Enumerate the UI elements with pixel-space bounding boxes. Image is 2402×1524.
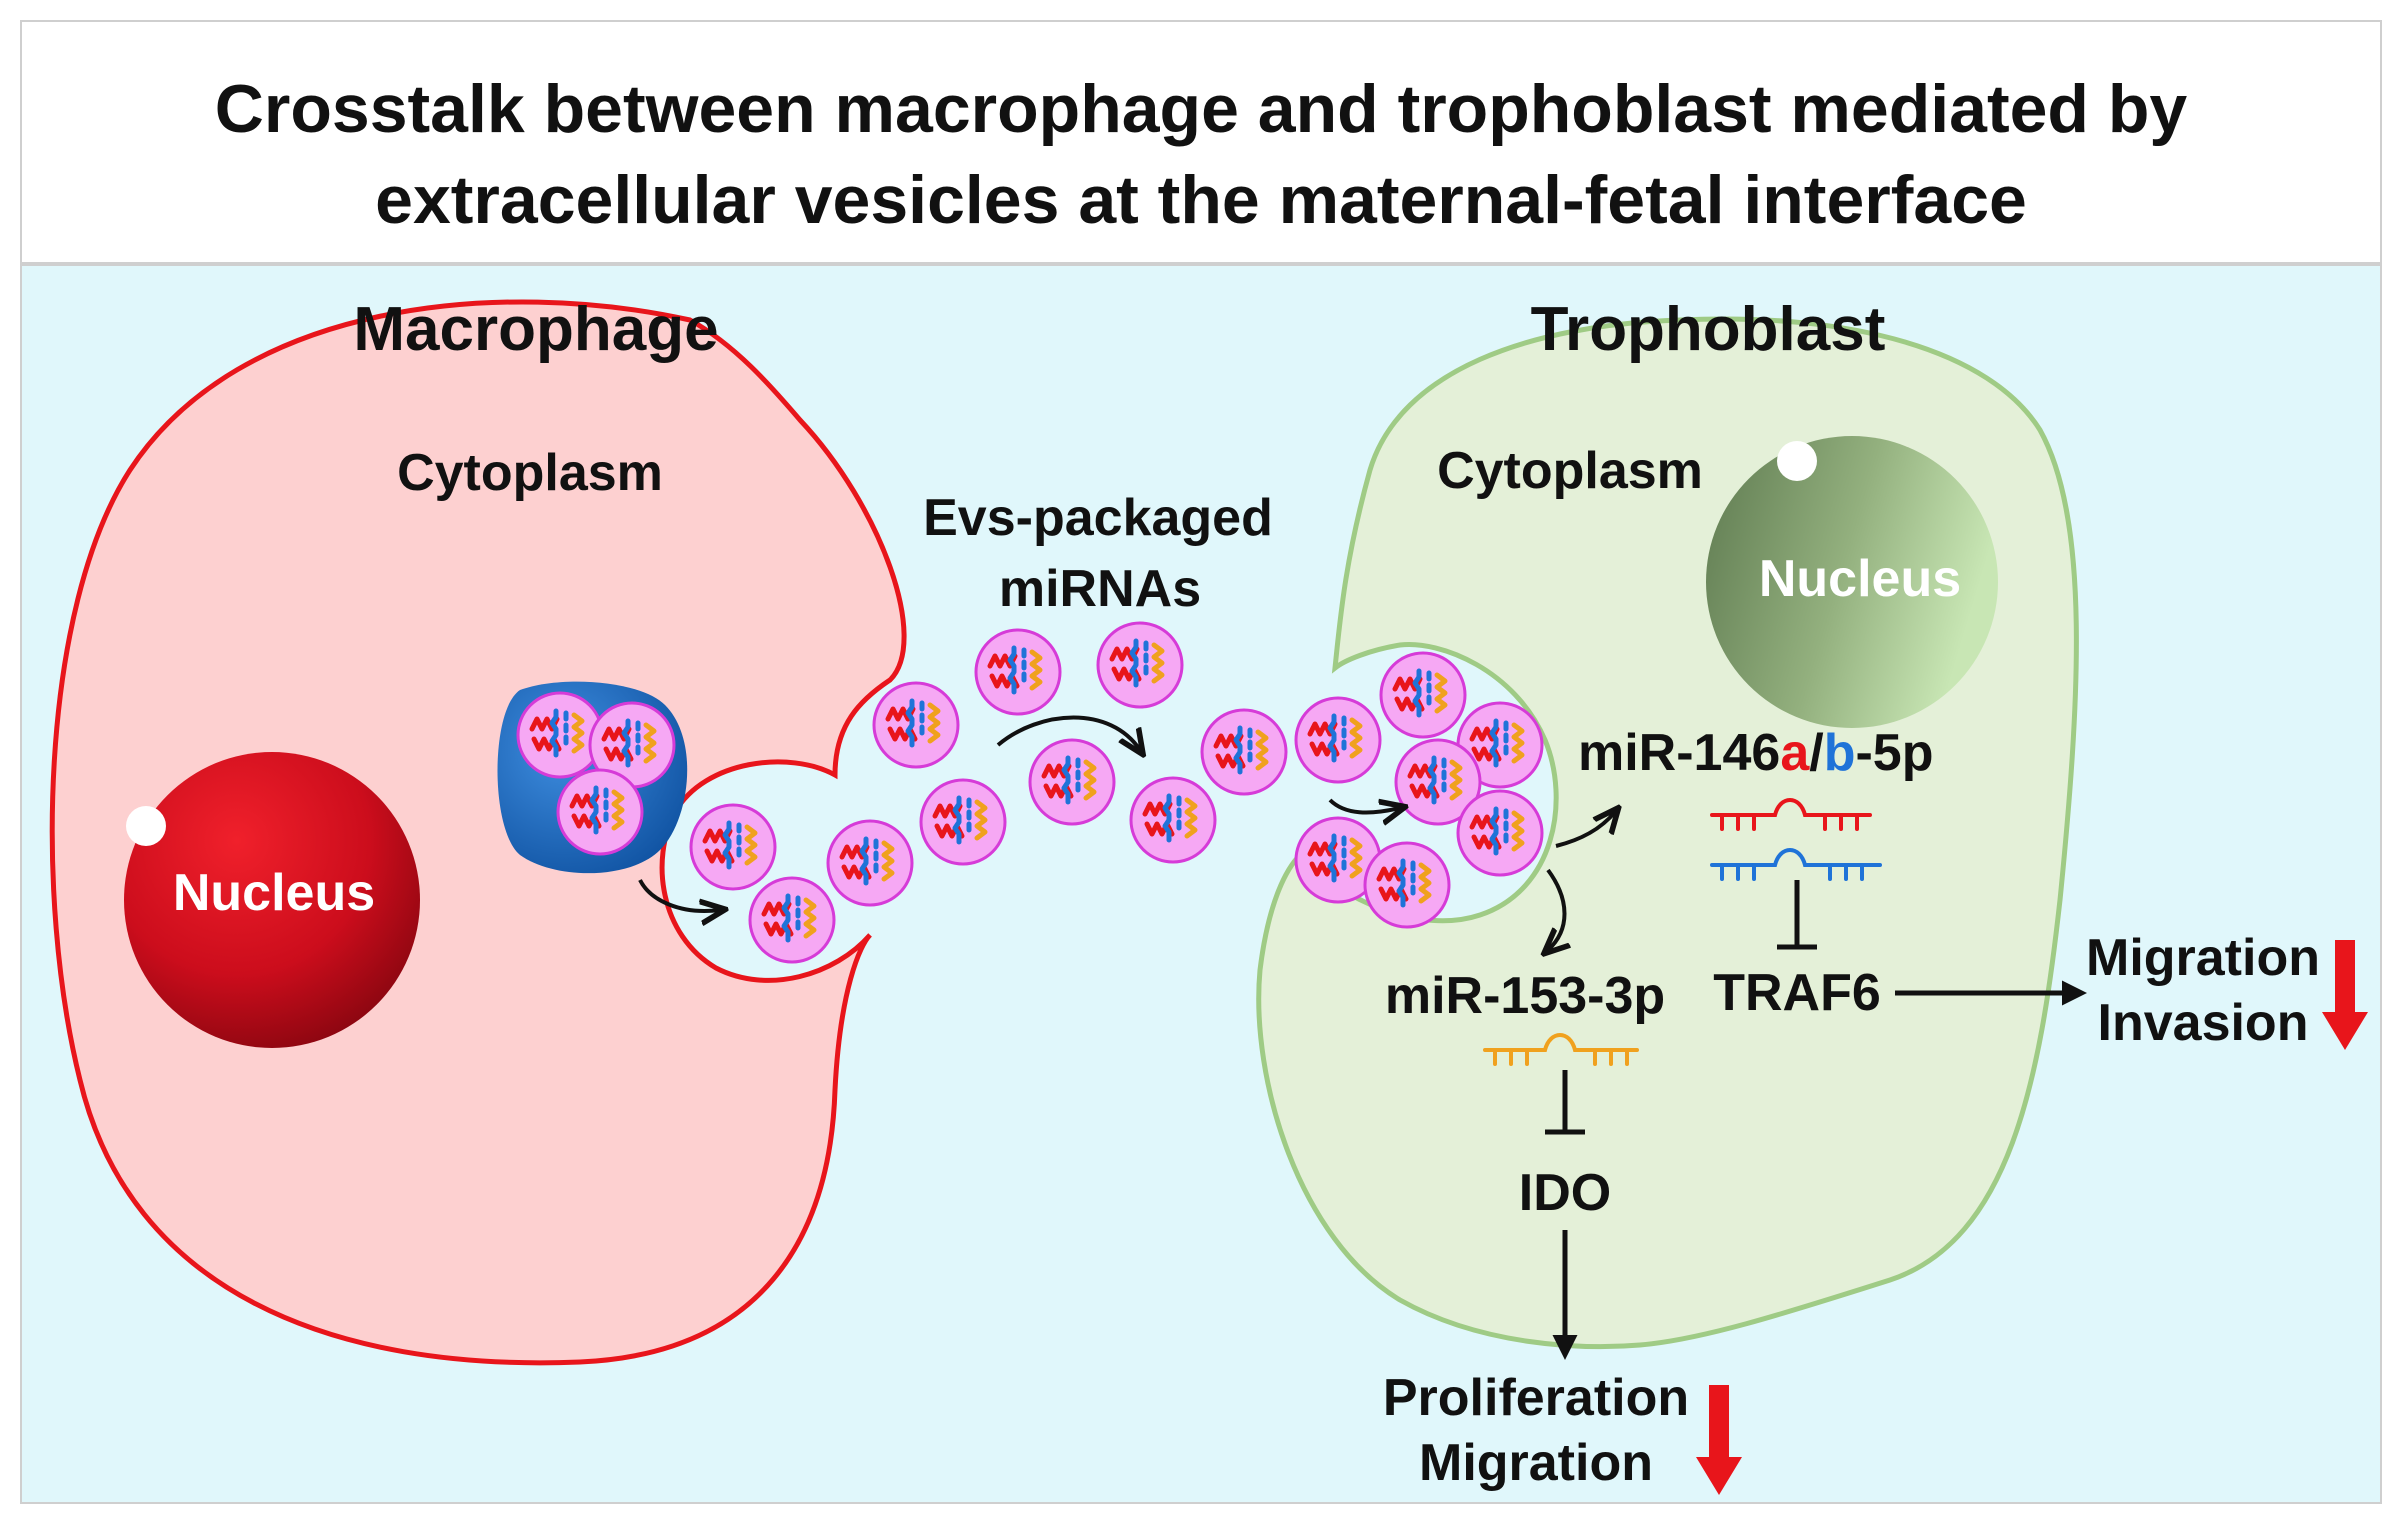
mir146-variant-b: b (1824, 724, 1856, 782)
macrophage-nucleolus (126, 806, 166, 846)
title-panel (22, 22, 2380, 262)
vesicle (921, 780, 1005, 864)
outcome-proliferation-label: Proliferation (1383, 1369, 1689, 1427)
vesicle (1202, 710, 1286, 794)
mir146-variant-a: a (1780, 724, 1810, 782)
decrease-arrow-icon (2322, 940, 2368, 1050)
figure-title-line2: extracellular vesicles at the maternal-f… (375, 162, 2027, 238)
vesicle (750, 878, 834, 962)
figure-title-line1: Crosstalk between macrophage and trophob… (215, 71, 2188, 147)
vesicles-label-line2: miRNAs (999, 560, 1201, 618)
decrease-arrow-icon (1696, 1385, 1742, 1495)
vesicle (1098, 623, 1182, 707)
outcome-invasion-label: Invasion (2098, 994, 2309, 1052)
vesicle (691, 805, 775, 889)
mirna-hairpin-red (1710, 798, 1872, 831)
macrophage-cytoplasm-label: Cytoplasm (397, 444, 663, 502)
vesicle (828, 821, 912, 905)
trophoblast-title: Trophoblast (1531, 295, 1886, 364)
mirna-hairpin-orange (1483, 1033, 1639, 1066)
vesicle (1458, 791, 1542, 875)
trophoblast-nucleus-label: Nucleus (1759, 550, 1961, 608)
trophoblast-cytoplasm-label: Cytoplasm (1437, 442, 1703, 500)
outcome-migration-label: Migration (2086, 929, 2320, 987)
macrophage-nucleus-label: Nucleus (173, 864, 375, 922)
mir153-label: miR-153-3p (1385, 967, 1665, 1025)
macrophage-cell: Macrophage Cytoplasm Nucleus (49, 295, 907, 1366)
vesicle (874, 683, 958, 767)
vesicle (1381, 653, 1465, 737)
mir146-slash: / (1809, 724, 1823, 782)
macrophage-title: Macrophage (353, 295, 718, 364)
traf6-label: TRAF6 (1713, 964, 1881, 1022)
macrophage-nucleus (124, 752, 420, 1048)
vesicle (1030, 740, 1114, 824)
trophoblast-cell: Trophoblast Cytoplasm Nucleus (1256, 295, 2079, 1350)
macrophage-membrane (49, 299, 907, 1366)
vesicles-label-line1: Evs-packaged (923, 489, 1273, 547)
mir146-prefix: miR-146 (1578, 724, 1780, 782)
vesicle (1365, 843, 1449, 927)
arrow-to-mir153 (1548, 868, 1565, 950)
vesicle (1296, 698, 1380, 782)
pathway-mir146: miR-146a/b-5p TRAF6 Migration Invasion (1555, 724, 2368, 1052)
ido-label: IDO (1519, 1164, 1611, 1222)
arrow-to-mir146 (1555, 812, 1615, 848)
mir146-suffix: -5p (1855, 724, 1933, 782)
uptake-arrow (1328, 798, 1400, 813)
mir146-label: miR-146a/b-5p (1578, 724, 1933, 782)
trophoblast-nucleolus (1777, 441, 1817, 481)
pathway-mir153: miR-153-3p IDO Proliferation Migration (1383, 868, 1742, 1495)
multivesicular-body (497, 681, 688, 874)
outcome-migration-b-label: Migration (1419, 1434, 1653, 1492)
transfer-arrow (996, 715, 1140, 751)
vesicle (1131, 778, 1215, 862)
trophoblast-nucleus (1706, 436, 1998, 728)
mirna-hairpin-blue (1710, 848, 1882, 881)
secretion-arrow (638, 879, 720, 911)
vesicle (976, 630, 1060, 714)
